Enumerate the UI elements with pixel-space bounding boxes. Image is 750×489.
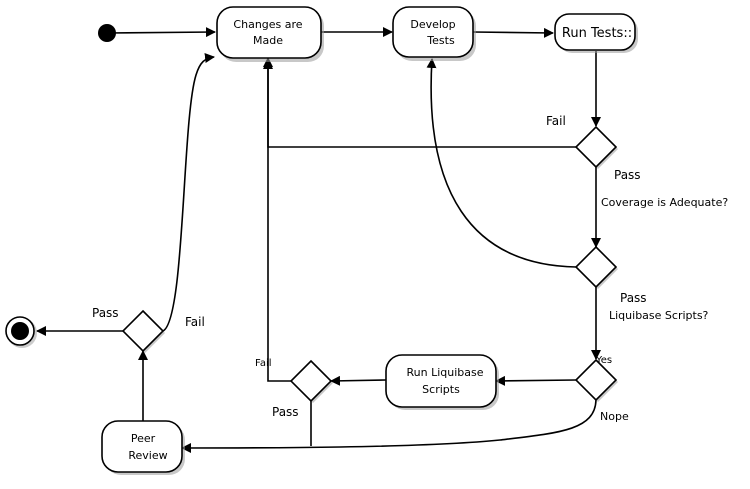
node-run-tests: Run Tests:: xyxy=(554,13,638,53)
edge-script-fail-to-changes xyxy=(263,59,291,382)
edge-tests-fail-to-changes xyxy=(263,57,576,148)
label-liquibase-question: Liquibase Scripts? xyxy=(609,309,709,322)
label-tests-fail: Fail xyxy=(546,114,566,128)
edge-liquibase-nope-to-review xyxy=(181,399,597,453)
label-review-pass: Pass xyxy=(92,306,119,320)
node-run-liquibase-line2: Scripts xyxy=(422,383,460,396)
node-develop-line1: Develop xyxy=(410,18,455,31)
decision-review-result xyxy=(121,309,165,353)
edges xyxy=(36,27,601,453)
edge-start-to-changes xyxy=(106,27,216,38)
node-develop-tests: Develop Tests xyxy=(392,6,476,61)
label-tests-pass: Pass xyxy=(614,168,641,182)
label-coverage-question: Coverage is Adequate? xyxy=(601,196,728,209)
start-node xyxy=(98,24,116,42)
edge-develop-to-runtests xyxy=(472,27,554,38)
edge-review-fail-to-changes xyxy=(162,53,215,332)
node-changes-line1: Changes are xyxy=(233,18,302,31)
edge-coverage-fail-to-develop xyxy=(426,58,577,268)
decision-coverage xyxy=(574,245,618,289)
node-peer-review-line2: Review xyxy=(128,449,167,462)
decision-tests-result xyxy=(574,125,618,169)
label-liquibase-nope: Nope xyxy=(600,410,629,423)
node-run-liquibase-line1: Run Liquibase xyxy=(406,366,483,379)
node-run-tests-label: Run Tests:: xyxy=(562,26,632,41)
label-review-fail: Fail xyxy=(185,315,205,329)
label-script-pass: Pass xyxy=(272,405,299,419)
node-develop-line2: Tests xyxy=(426,34,455,47)
label-liquibase-yes: Yes xyxy=(595,355,612,366)
decision-script-result xyxy=(289,359,333,403)
edge-liquibase-yes-to-runscripts xyxy=(495,375,577,386)
node-peer-review-line1: Peer xyxy=(131,432,156,445)
label-coverage-pass: Pass xyxy=(620,291,647,305)
node-changes-made: Changes are Made xyxy=(216,6,324,62)
node-changes-line2: Made xyxy=(253,34,283,47)
edge-runscripts-to-decision-script xyxy=(330,375,387,386)
node-peer-review: Peer Review xyxy=(101,420,185,475)
label-script-fail: Fail xyxy=(255,358,272,369)
end-node xyxy=(5,316,37,348)
node-run-liquibase-scripts: Run Liquibase Scripts xyxy=(385,354,499,410)
decision-liquibase-scripts xyxy=(574,358,618,402)
